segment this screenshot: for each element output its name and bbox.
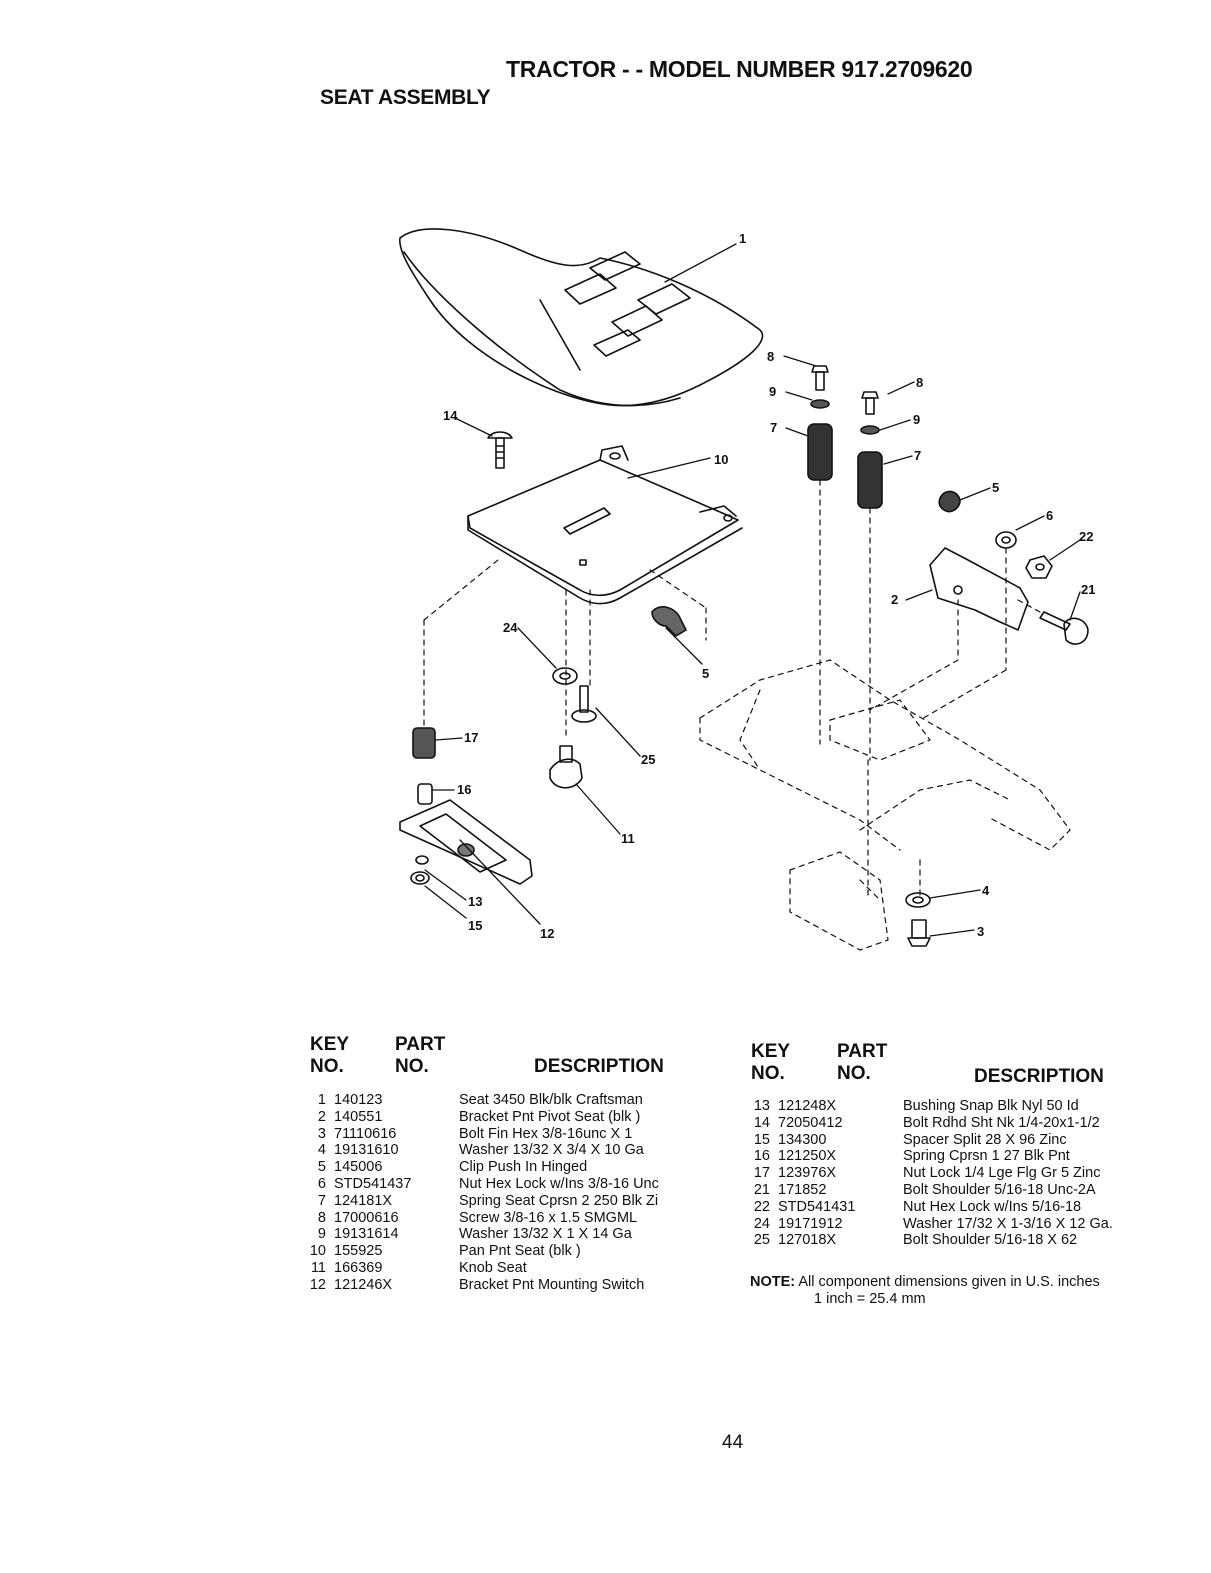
callout-8: 8	[916, 375, 923, 390]
table-cell: Spacer Split 28 X 96 Zinc	[903, 1131, 1067, 1148]
callout-10: 10	[714, 452, 728, 467]
exploded-parts-diagram: 1 10 14 8 9 7 8 9 7 5 6 22 21 2 5 24 25 …	[399, 228, 1095, 951]
frame-hardware-drawing	[905, 892, 931, 947]
note-conversion: 1 inch = 25.4 mm	[814, 1290, 926, 1307]
callout-5: 5	[702, 666, 709, 681]
callout-14: 14	[443, 408, 458, 423]
left-description-column: Seat 3450 Blk/blk Craftsman Bracket Pnt …	[459, 1092, 659, 1294]
table-cell: Nut Lock 1/4 Lge Flg Gr 5 Zinc	[903, 1165, 1101, 1182]
page-number: 44	[722, 1432, 744, 1453]
table-cell: Screw 3/8-16 x 1.5 SMGML	[459, 1209, 638, 1226]
note-text: All component dimensions given in U.S. i…	[798, 1274, 1100, 1290]
callout-25: 25	[641, 752, 655, 767]
table-cell: Bracket Pnt Pivot Seat (blk )	[459, 1108, 641, 1125]
page-title: TRACTOR - - MODEL NUMBER 917.2709620	[506, 56, 973, 82]
table-cell: Bolt Fin Hex 3/8-16unc X 1	[459, 1125, 633, 1142]
callout-11: 11	[621, 831, 635, 846]
seat-pan-drawing	[467, 445, 743, 605]
table-cell: Bracket Pnt Mounting Switch	[459, 1276, 645, 1293]
note: NOTE: All component dimensions given in …	[750, 1274, 1100, 1308]
callout-3: 3	[977, 924, 984, 939]
part-header: PART NO.	[837, 1041, 888, 1084]
callout-9: 9	[913, 412, 920, 427]
table-cell: Spring Cprsn 1 27 Blk Pnt	[903, 1148, 1070, 1165]
pivot-bracket-drawing	[929, 490, 1029, 631]
center-hardware-drawing	[549, 667, 597, 789]
table-cell: Clip Push In Hinged	[459, 1159, 588, 1176]
note-label: NOTE:	[750, 1274, 796, 1290]
table-cell: Bushing Snap Blk Nyl 50 Id	[903, 1098, 1079, 1114]
table-cell: Washer 17/32 X 1-3/16 X 12 Ga.	[903, 1215, 1113, 1232]
callout-6: 6	[1046, 508, 1053, 523]
callout-4: 4	[982, 883, 990, 898]
table-cell: Washer 13/32 X 3/4 X 10 Ga	[459, 1142, 644, 1159]
callout-17: 15	[468, 918, 482, 933]
switch-bracket-drawing	[399, 727, 533, 885]
key-header: KEY NO.	[751, 1041, 791, 1084]
table-cell: Washer 13/32 X 1 X 14 Ga	[459, 1226, 632, 1243]
table-cell: Pan Pnt Seat (blk )	[459, 1243, 581, 1260]
callout-21: 21	[1081, 582, 1095, 597]
table-cell: Knob Seat	[459, 1259, 527, 1276]
hardware-right-drawing	[995, 531, 1089, 645]
leader-lines	[424, 243, 1081, 937]
callout-5: 5	[992, 480, 999, 495]
table-cell: Bolt Shoulder 5/16-18 X 62	[903, 1232, 1078, 1249]
table-cell: Spring Seat Cprsn 2 250 Blk Zi	[459, 1192, 659, 1209]
callout-15: 16	[457, 782, 471, 797]
callout-1: 1	[739, 231, 746, 246]
clip-drawing	[651, 606, 687, 637]
table-cell: Bolt Shoulder 5/16-18 Unc-2A	[903, 1181, 1096, 1198]
key-header: KEY NO.	[310, 1034, 350, 1077]
table-cell: Bolt Rdhd Sht Nk 1/4-20x1-1/2	[903, 1114, 1100, 1131]
seat-drawing	[399, 228, 764, 407]
callout-22: 22	[1079, 529, 1093, 544]
table-cell: Nut Hex Lock w/Ins 3/8-16 Unc	[459, 1175, 659, 1192]
right-description-column: Bushing Snap Blk Nyl 50 Id Bolt Rdhd Sht…	[903, 1098, 1113, 1249]
callout-9: 9	[769, 384, 776, 399]
callout-13: 13	[468, 894, 482, 909]
callout-7: 7	[770, 420, 777, 435]
callout-7: 7	[914, 448, 921, 463]
table-cell: Seat 3450 Blk/blk Craftsman	[459, 1092, 643, 1108]
callout-12: 12	[540, 926, 554, 941]
bolt-14-drawing	[487, 431, 513, 469]
springs-drawing	[807, 365, 883, 509]
callout-16: 17	[464, 730, 478, 745]
description-header: DESCRIPTION	[974, 1066, 1104, 1087]
callout-8: 8	[767, 349, 774, 364]
table-cell: Nut Hex Lock w/Ins 5/16-18	[903, 1198, 1082, 1215]
description-header: DESCRIPTION	[534, 1056, 664, 1077]
callout-labels: 1 10 14 8 9 7 8 9 7 5 6 22 21 2 5 24 25 …	[443, 231, 1095, 941]
tractor-frame-drawing	[423, 479, 1071, 951]
part-header: PART NO.	[395, 1034, 446, 1077]
section-title: SEAT ASSEMBLY	[320, 86, 491, 109]
callout-2: 2	[891, 592, 898, 607]
callout-24: 24	[503, 620, 518, 635]
